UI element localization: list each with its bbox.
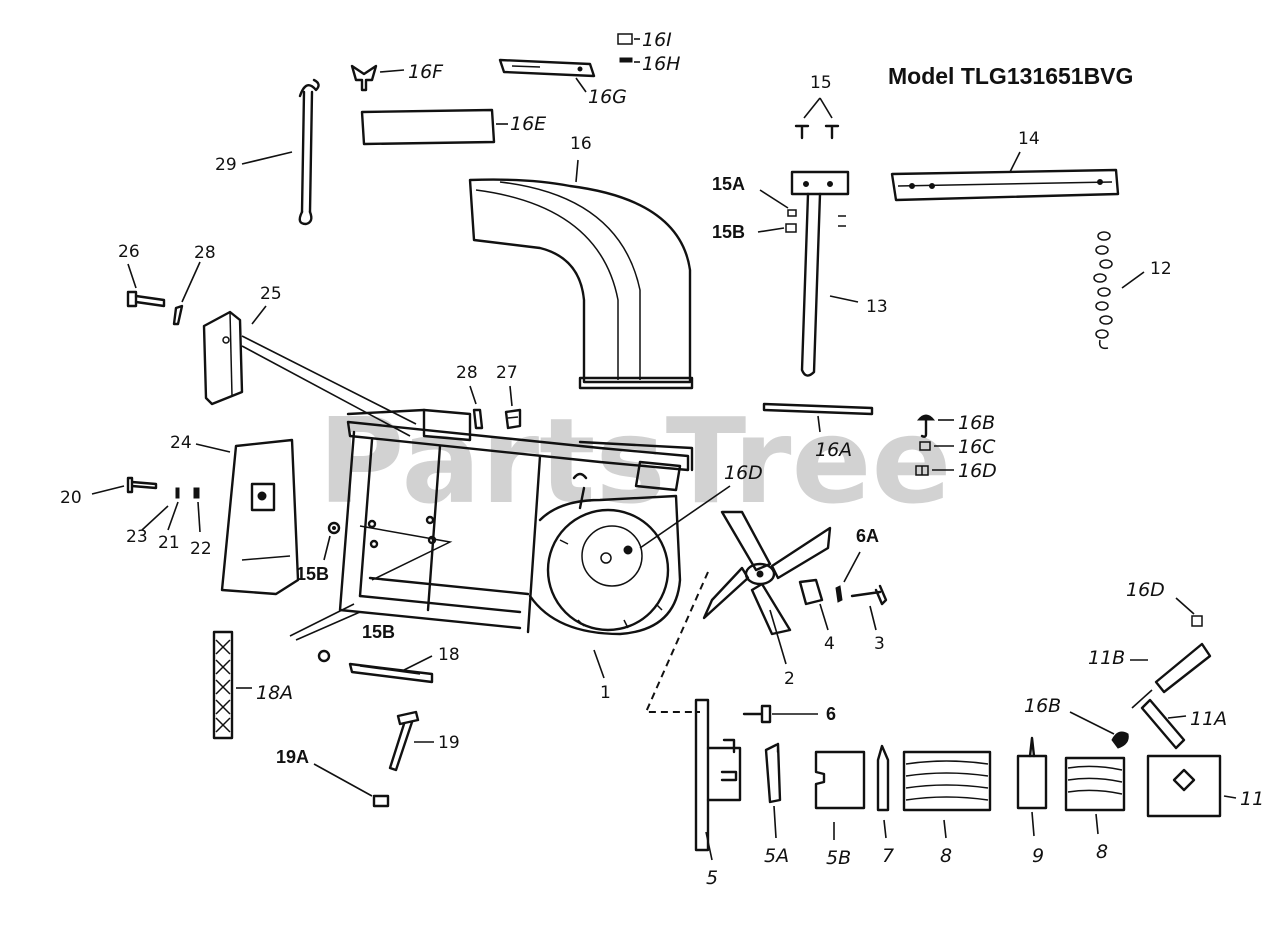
callout-c-15b-mid: 15B xyxy=(296,564,329,584)
callout-c-16d-mid: 16D xyxy=(724,462,763,484)
callout-c-28-mid: 28 xyxy=(456,363,478,383)
callout-c-26: 26 xyxy=(118,242,140,262)
callout-c-16c: 16C xyxy=(958,436,996,458)
callout-c-1: 1 xyxy=(600,683,611,703)
callout-c-16e: 16E xyxy=(510,113,546,135)
callout-c-15: 15 xyxy=(810,73,832,93)
part-18-axle xyxy=(348,655,434,684)
part-16-chute-elbow xyxy=(468,159,694,390)
part-16a-bar xyxy=(762,402,874,433)
part-6-bolt xyxy=(742,704,818,724)
callout-c-25: 25 xyxy=(260,284,282,304)
callout-c-28-left: 28 xyxy=(194,243,216,263)
callout-c-5b: 5B xyxy=(826,847,851,869)
part-5a-bracket xyxy=(764,742,782,839)
part-8-liner-right xyxy=(1064,756,1126,835)
part-11-housing-plate xyxy=(1146,754,1237,818)
part-1-housing xyxy=(338,408,731,713)
part-16d-11b-16b-11a xyxy=(1069,597,1212,750)
callout-c-22: 22 xyxy=(190,539,212,559)
part-28-pin-left xyxy=(172,261,201,326)
part-12-chain xyxy=(1093,231,1145,350)
part-4-6a-3-hub xyxy=(798,551,888,631)
part-16b-16c-16d-hardware xyxy=(915,414,954,476)
callout-c-6: 6 xyxy=(826,704,836,724)
callout-c-15b-low: 15B xyxy=(362,622,395,642)
part-14-rail xyxy=(890,151,1120,202)
callout-c-8-left: 8 xyxy=(940,845,952,867)
callout-c-16i: 16I xyxy=(642,29,672,51)
part-19a-nut xyxy=(313,763,390,808)
part-15-bolts xyxy=(794,97,840,140)
part-20-23-21-22-fasteners xyxy=(91,476,201,533)
callout-c-11b: 11B xyxy=(1088,647,1125,669)
callout-c-6a: 6A xyxy=(856,526,879,546)
callout-c-14: 14 xyxy=(1018,129,1040,149)
callout-c-11: 11 xyxy=(1240,788,1264,810)
part-18a-strip xyxy=(212,630,252,740)
part-5b-plate xyxy=(814,750,866,840)
callout-c-4: 4 xyxy=(824,634,835,654)
callout-c-2: 2 xyxy=(784,669,795,689)
callout-c-19a: 19A xyxy=(276,747,309,767)
part-8-liner-left xyxy=(902,750,992,839)
callout-c-24: 24 xyxy=(170,433,192,453)
callout-c-16b-top: 16B xyxy=(958,412,995,434)
callout-c-16d-right: 16D xyxy=(958,460,997,482)
callout-c-19: 19 xyxy=(438,733,460,753)
part-26-bolt xyxy=(126,263,166,308)
callout-c-18a: 18A xyxy=(256,682,293,704)
callout-c-16d-far: 16D xyxy=(1126,579,1165,601)
callout-c-16g: 16G xyxy=(588,86,627,108)
callout-c-27: 27 xyxy=(496,363,518,383)
callout-c-16f: 16F xyxy=(408,61,444,83)
callout-c-15b-top: 15B xyxy=(712,222,745,242)
callout-c-12: 12 xyxy=(1150,259,1172,279)
part-16g-bracket xyxy=(498,58,596,93)
callout-c-18: 18 xyxy=(438,645,460,665)
callout-c-16: 16 xyxy=(570,134,592,154)
part-16i-16h-hardware xyxy=(617,33,640,63)
callout-c-16h: 16H xyxy=(642,53,680,75)
part-2-impeller xyxy=(702,510,832,665)
callout-c-29: 29 xyxy=(215,155,237,175)
callout-c-21: 21 xyxy=(158,533,180,553)
callout-c-16a: 16A xyxy=(815,439,852,461)
part-16f-wing-nut xyxy=(350,64,405,92)
callout-c-23: 23 xyxy=(126,527,148,547)
callout-c-16b-low: 16B xyxy=(1024,695,1061,717)
part-29-rod xyxy=(241,78,320,226)
callout-c-15a-top: 15A xyxy=(712,174,745,194)
callout-c-13: 13 xyxy=(866,297,888,317)
part-7-pin xyxy=(876,744,890,839)
part-15b-washers xyxy=(289,521,361,663)
part-24-side-plate xyxy=(195,438,300,596)
part-16e-plate xyxy=(360,108,508,146)
part-19-bolt xyxy=(388,710,434,772)
part-13-shaft xyxy=(757,170,859,377)
part-25-bracket xyxy=(202,305,417,437)
callout-c-7: 7 xyxy=(882,845,894,867)
model-title: Model TLG131651BVG xyxy=(888,63,1133,89)
callout-c-3: 3 xyxy=(874,634,885,654)
callout-c-9: 9 xyxy=(1032,845,1044,867)
callout-c-20: 20 xyxy=(60,488,82,508)
part-28-27-mid xyxy=(469,385,522,430)
callout-c-5: 5 xyxy=(706,867,718,889)
callout-c-11a: 11A xyxy=(1190,708,1227,730)
part-5-plate xyxy=(694,698,742,861)
part-9-block xyxy=(1016,736,1048,837)
callout-c-8-right: 8 xyxy=(1096,841,1108,863)
callout-c-5a: 5A xyxy=(764,845,789,867)
